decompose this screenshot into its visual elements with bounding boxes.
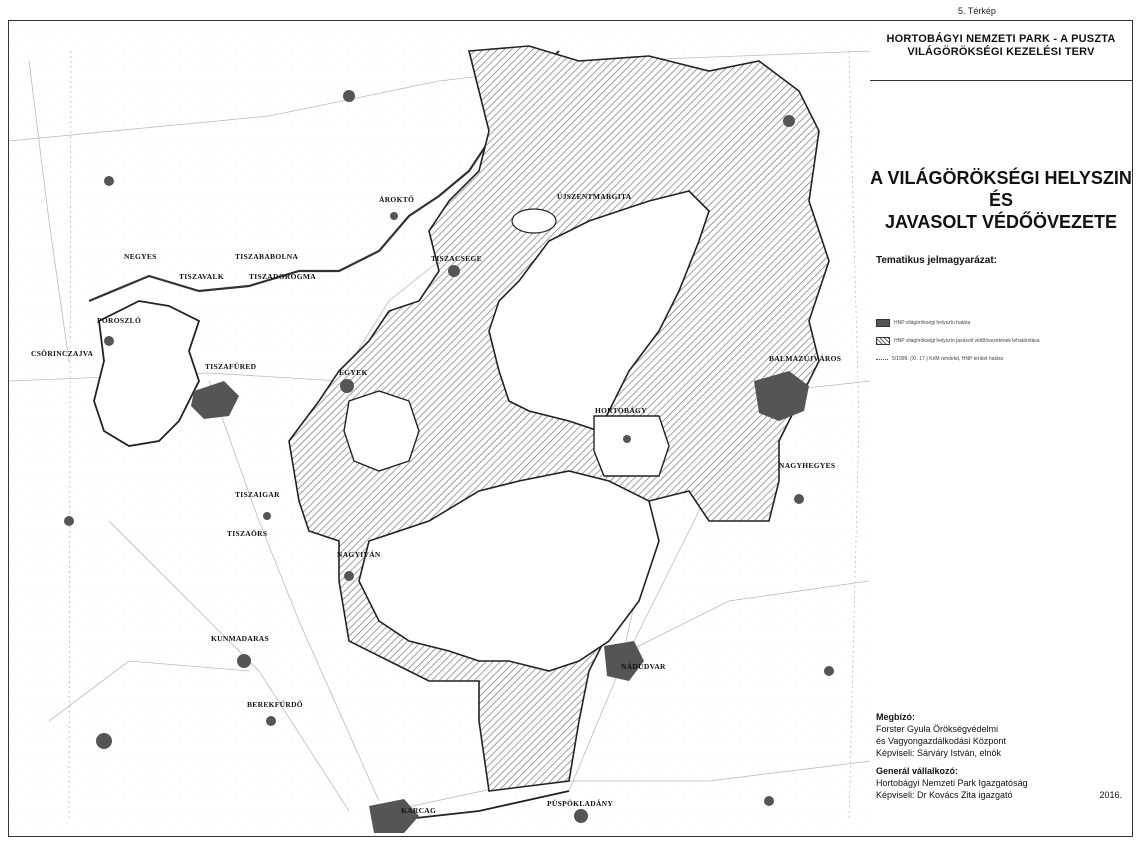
side-panel: HORTOBÁGYI NEMZETI PARK - A PUSZTA VILÁG… <box>870 20 1133 837</box>
map-number: 5. Térkép <box>958 6 996 16</box>
core-area-north <box>488 190 710 432</box>
map-title: A VILÁGÖRÖKSÉGI HELYSZIN ÉS JAVASOLT VÉD… <box>870 167 1132 233</box>
contractor-name: Hortobágyi Nemzeti Park Igazgatóság <box>876 778 1028 788</box>
legend-item: HNP világörökségi helyszín határa <box>876 314 1132 332</box>
contractor-representative: Képviseli: Dr Kovács Zita igazgató <box>876 790 1013 800</box>
settlement-puspokladany <box>574 809 588 823</box>
place-label: TISZABABOLNA <box>235 252 298 261</box>
place-label: TISZACSEGE <box>431 254 482 263</box>
settlements <box>64 90 834 833</box>
legend: HNP világörökségi helyszín határa HNP vi… <box>876 314 1132 368</box>
settlement-nagyhegyes <box>794 494 804 504</box>
settlement-hortobagy <box>623 435 631 443</box>
place-label: NAGYIVÁN <box>337 549 381 559</box>
settlement-nagyivan <box>344 571 354 581</box>
settlement-berekfurdo <box>266 716 276 726</box>
place-label: KARCAG <box>401 806 436 815</box>
settlement-misc-1 <box>343 90 355 102</box>
contractor-label: Generál vállalkozó: <box>876 766 959 776</box>
map-canvas[interactable]: ÁROKTŐ ÚJSZENTMARGITA TISZACSEGE NEGYES … <box>9 21 871 836</box>
legend-item: HNP világörökségi helyszín javasolt védő… <box>876 332 1132 350</box>
core-area-hortobagy <box>593 415 670 477</box>
lake-tisza <box>93 300 201 447</box>
legend-swatch-solid <box>876 319 890 327</box>
place-label: CSÖRINCZAJVA <box>31 349 94 358</box>
settlement-misc-2 <box>104 176 114 186</box>
settlement-misc-5 <box>824 666 834 676</box>
settlement-nadudvar <box>604 641 644 681</box>
project-subtitle: VILÁGÖRÖKSÉGI KEZELÉSI TERV <box>907 46 1095 58</box>
place-label: NÁDUDVAR <box>621 661 666 671</box>
map-title-line: JAVASOLT VÉDŐÖVEZETE <box>884 212 1118 232</box>
place-label: POROSZLÓ <box>97 315 141 325</box>
settlement-arokto <box>390 212 398 220</box>
settlement-tiszafured <box>191 381 239 419</box>
map-frame[interactable]: ÁROKTŐ ÚJSZENTMARGITA TISZACSEGE NEGYES … <box>8 20 872 837</box>
settlement-karcag <box>369 799 419 833</box>
legend-heading: Tematikus jelmagyarázat: <box>876 255 997 266</box>
settlement-misc-7 <box>764 796 774 806</box>
legend-item: 5/1999. (XI. 17.) KöM rendelet, HNP terü… <box>876 350 1132 368</box>
place-label: NEGYES <box>124 252 157 261</box>
project-title-box: HORTOBÁGYI NEMZETI PARK - A PUSZTA VILÁG… <box>870 21 1132 81</box>
place-label: EGYEK <box>339 368 368 377</box>
boundary-south <box>388 790 570 822</box>
place-label: TISZADOROGMA <box>249 272 316 281</box>
project-title: HORTOBÁGYI NEMZETI PARK - A PUSZTA <box>886 33 1116 45</box>
settlement-poroszlo <box>104 336 114 346</box>
core-area-west <box>343 390 420 472</box>
client-label: Megbízó: <box>876 712 915 722</box>
year: 2016. <box>1099 790 1122 800</box>
legend-label: HNP világörökségi helyszín határa <box>894 320 971 326</box>
place-label: NAGYHEGYES <box>779 461 835 470</box>
legend-swatch-hatch <box>876 337 890 345</box>
place-label: BEREKFÜRDŐ <box>247 699 303 709</box>
place-label: PÜSPÖKLADÁNY <box>547 798 613 808</box>
place-label: TISZAFÜRED <box>205 362 257 371</box>
settlement-tiszacsege <box>448 265 460 277</box>
place-label: TISZAIGAR <box>235 490 280 499</box>
core-pond <box>511 208 557 234</box>
client-representative: Képviseli: Sárváry István, elnök <box>876 748 1002 758</box>
settlement-misc-4 <box>96 733 112 749</box>
place-label: HORTOBÁGY <box>595 405 647 415</box>
settlement-tiszaigar <box>263 512 271 520</box>
settlement-misc-3 <box>783 115 795 127</box>
client-name: Forster Gyula Örökségvédelmi <box>876 724 999 734</box>
place-label: ÚJSZENTMARGITA <box>557 191 632 201</box>
place-labels: ÁROKTŐ ÚJSZENTMARGITA TISZACSEGE NEGYES … <box>31 191 841 815</box>
settlement-egyek <box>340 379 354 393</box>
map-title-line: A VILÁGÖRÖKSÉGI HELYSZIN ÉS <box>870 168 1132 210</box>
place-label: TISZAÖRS <box>227 529 267 538</box>
credits: Megbízó: Forster Gyula Örökségvédelmi és… <box>876 711 1128 801</box>
client-name: és Vagyongazdálkodási Központ <box>876 736 1006 746</box>
place-label: TISZAVALK <box>179 272 224 281</box>
settlement-kunmadaras <box>237 654 251 668</box>
legend-label: HNP világörökségi helyszín javasolt védő… <box>894 338 1040 344</box>
legend-label: 5/1999. (XI. 17.) KöM rendelet, HNP terü… <box>892 356 1004 362</box>
settlement-misc-6 <box>64 516 74 526</box>
place-label: ÁROKTŐ <box>379 194 414 204</box>
place-label: BALMAZÚJVÁROS <box>769 353 841 363</box>
settlement-balmazujvaros <box>754 371 809 421</box>
core-area-south <box>358 470 660 672</box>
legend-swatch-dotted-line <box>876 358 888 360</box>
place-label: KUNMADARAS <box>211 634 269 643</box>
